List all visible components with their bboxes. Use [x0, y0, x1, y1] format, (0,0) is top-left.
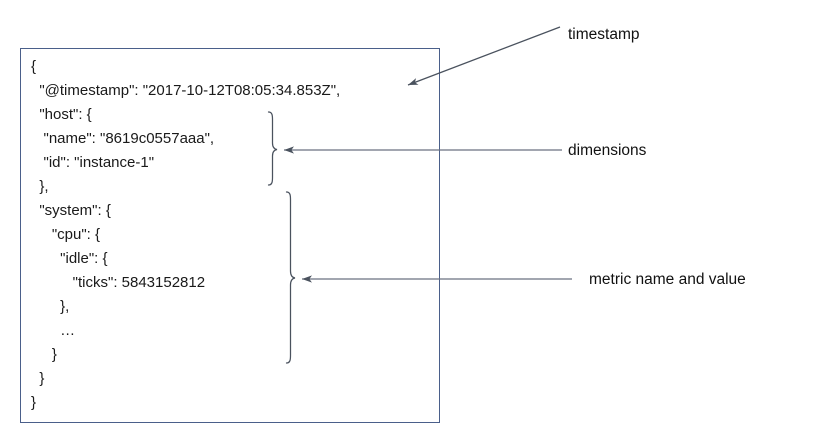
json-line-host-open: "host": { [31, 106, 92, 123]
json-document-body: { "@timestamp": "2017-10-12T08:05:34.853… [31, 55, 435, 415]
json-line-cpu-open: "cpu": { [31, 226, 101, 243]
json-line-timestamp: "@timestamp": "2017-10-12T08:05:34.853Z"… [31, 82, 341, 99]
json-line-host-name: "name": "8619c0557aaa", [31, 130, 215, 147]
json-line-ticks: "ticks": 5843152812 [31, 274, 206, 291]
json-line-idle-open: "idle": { [31, 250, 108, 267]
json-line-host-id: "id": "instance-1" [31, 154, 155, 171]
json-line-cpu-close: } [31, 346, 57, 363]
annotation-label-metric: metric name and value [589, 271, 746, 288]
json-line: { [31, 58, 37, 75]
json-line-system-close: } [31, 370, 45, 387]
json-document-panel: { "@timestamp": "2017-10-12T08:05:34.853… [20, 48, 440, 423]
json-line-system-open: "system": { [31, 202, 111, 219]
json-line-host-close: }, [31, 178, 49, 195]
json-line-ellipsis: … [31, 322, 76, 339]
json-line-idle-close: }, [31, 298, 70, 315]
annotation-label-timestamp: timestamp [568, 26, 640, 43]
annotation-label-dimensions: dimensions [568, 142, 647, 159]
json-line-root-close: } [31, 394, 37, 411]
